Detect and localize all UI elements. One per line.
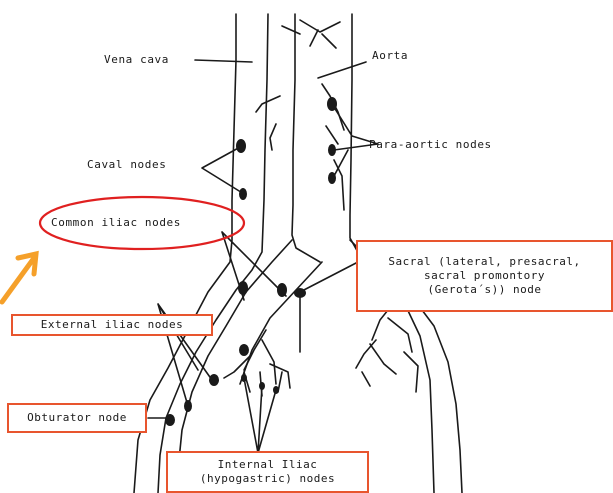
external-iliac-node-3 bbox=[184, 400, 192, 412]
aorta-side-branch-left bbox=[256, 96, 280, 150]
highlight-arrow-icon bbox=[2, 254, 36, 302]
common-iliac-nodes-label: Common iliac nodes bbox=[51, 216, 181, 230]
para-aortic-node-middle bbox=[328, 144, 336, 156]
internal-iliac-label-line1: Internal Iliac bbox=[218, 458, 318, 472]
aorta-left-wall bbox=[292, 14, 320, 262]
para-aortic-node-lower bbox=[328, 172, 336, 184]
internal-iliac-node-3 bbox=[273, 386, 279, 394]
aorta-top-branches bbox=[282, 20, 340, 48]
vena-cava-label: Vena cava bbox=[104, 53, 169, 67]
caval-nodes-label: Caval nodes bbox=[87, 158, 166, 172]
obturator-node bbox=[165, 414, 175, 426]
common-iliac-node-left bbox=[238, 281, 248, 295]
sacral-node-box: Sacral (lateral, presacral, sacral promo… bbox=[356, 240, 613, 312]
sacral-label-line3: (Gerota´s)) node bbox=[428, 283, 542, 297]
aorta-pointer bbox=[318, 62, 366, 78]
sacral-node bbox=[294, 288, 306, 298]
external-iliac-node-1 bbox=[239, 344, 249, 356]
external-iliac-nodes-label: External iliac nodes bbox=[41, 318, 183, 332]
internal-iliac-label-line2: (hypogastric) nodes bbox=[200, 472, 335, 486]
obturator-node-label: Obturator node bbox=[27, 411, 127, 425]
common-iliac-node-right bbox=[277, 283, 287, 297]
caval-node-lower bbox=[239, 188, 247, 200]
vena-cava-pointer bbox=[195, 60, 252, 62]
sacral-label-line2: sacral promontory bbox=[424, 269, 545, 283]
para-aortic-nodes-label: Para-aortic nodes bbox=[369, 138, 492, 152]
para-aortic-node-upper bbox=[327, 97, 337, 111]
caval-nodes-pointer bbox=[202, 146, 244, 194]
internal-iliac-node-1 bbox=[241, 374, 247, 382]
internal-iliac-node-2 bbox=[259, 382, 265, 390]
external-iliac-nodes-box: External iliac nodes bbox=[11, 314, 213, 336]
aorta-label: Aorta bbox=[372, 49, 408, 63]
iliac-branch-inner-left bbox=[240, 262, 322, 384]
sacral-label-line1: Sacral (lateral, presacral, bbox=[388, 255, 580, 269]
caval-node-upper bbox=[236, 139, 246, 153]
internal-iliac-nodes-box: Internal Iliac (hypogastric) nodes bbox=[166, 451, 369, 493]
external-iliac-node-2 bbox=[209, 374, 219, 386]
obturator-node-box: Obturator node bbox=[7, 403, 147, 433]
